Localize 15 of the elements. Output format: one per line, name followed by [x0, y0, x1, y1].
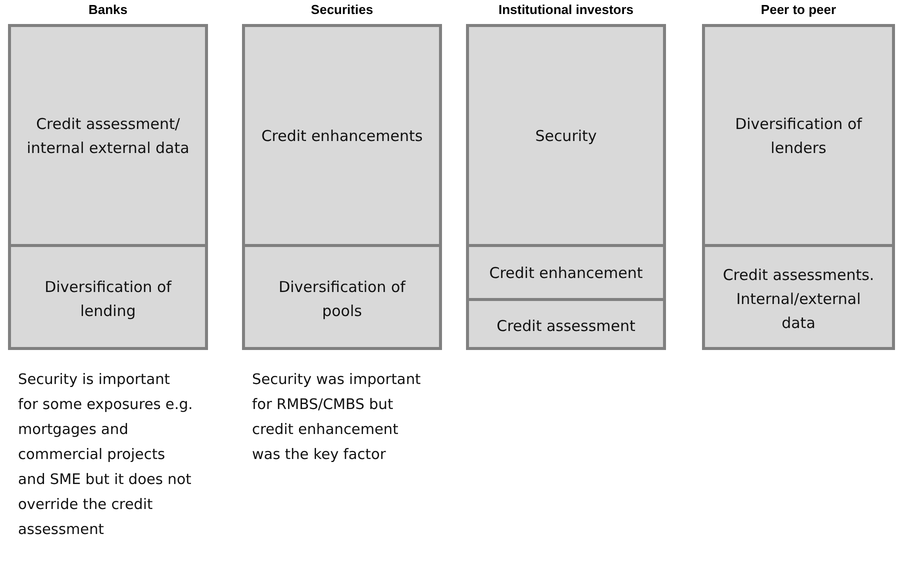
cell-label: Credit assessment/ internal external data	[26, 114, 190, 158]
cell-label: Credit enhancement	[488, 262, 644, 284]
cell-label: Diversification of pools	[278, 276, 407, 322]
column-heading: Peer to peer	[760, 2, 838, 17]
column-heading: Securities	[310, 2, 374, 17]
cell-label: Diversification of lending	[44, 276, 173, 322]
cell-label: Credit assessments. Internal/external data	[722, 264, 876, 334]
cell-label: Diversification of lenders	[734, 114, 864, 158]
cell-label: Credit assessment	[496, 316, 636, 336]
cell-label: Security	[534, 126, 598, 146]
note-text: Security was important for RMBS/CMBS but credit enhancement was the key factor	[252, 371, 422, 465]
note-text: Security is important for some exposures e.g. mortgages and commercial projects and SME but it does not override the credit assessment	[18, 371, 193, 540]
column-heading: Institutional investors	[497, 2, 635, 17]
column-heading: Banks	[87, 2, 129, 17]
cell-label: Credit enhancements	[260, 126, 424, 146]
